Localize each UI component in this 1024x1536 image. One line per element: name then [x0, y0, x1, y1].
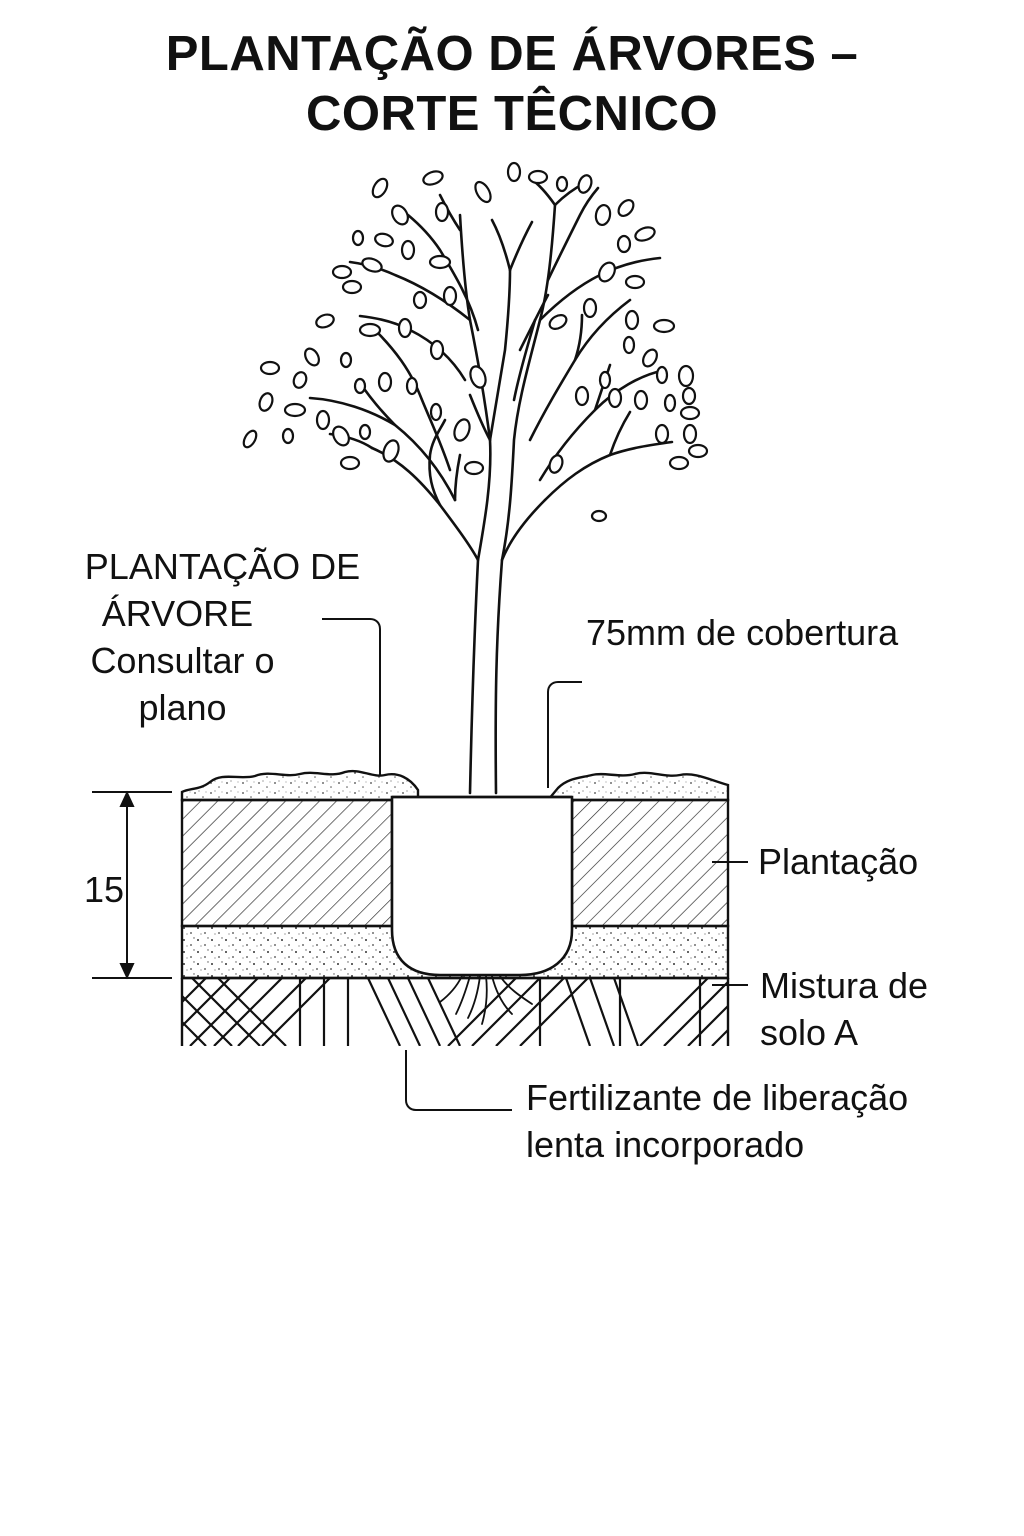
leader-tree-planting: [322, 618, 381, 775]
label-soil-mix-line-2: solo A: [760, 1012, 859, 1053]
diagram-title: PLANTAÇÃO DE ÁRVORES – CORTE TÊCNICO: [0, 24, 1024, 144]
label-soil-mix: Mistura de solo A: [760, 962, 928, 1056]
planting-layer-right: [570, 798, 730, 928]
dimension-line: [92, 790, 172, 980]
tree-branch: [370, 446, 442, 507]
leader-fertilizer: [405, 1050, 512, 1111]
label-soil-mix-line-1: Mistura de: [760, 965, 929, 1006]
leader-lines: [322, 618, 748, 1111]
leaves-group: [242, 161, 709, 523]
root-ball-icon: [390, 795, 574, 977]
subsoil-layer: [182, 978, 728, 1046]
label-fertilizer-line-1: Fertilizante de liberação: [526, 1077, 909, 1118]
label-planting: Plantação: [758, 841, 919, 882]
mulch-layer-right: [545, 771, 730, 802]
label-fertilizer-line-2: lenta incorporado: [526, 1124, 805, 1165]
leaf-icon: [371, 177, 389, 199]
title-line-2: CORTE TÊCNICO: [305, 87, 719, 141]
label-tree-planting-line-1: PLANTAÇÃO DE: [84, 546, 361, 587]
label-tree-planting-line-2: ÁRVORE: [101, 593, 254, 634]
label-tree-planting-line-4: plano: [138, 687, 227, 728]
planting-layer-left: [180, 798, 394, 928]
title-line-1: PLANTAÇÃO DE ÁRVORES –: [165, 27, 859, 81]
label-tree-planting: PLANTAÇÃO DE ÁRVORE Consultar o plano: [60, 543, 385, 731]
dimension-label: 15: [84, 869, 125, 910]
roots-icon: [439, 975, 533, 1025]
leader-mulch: [547, 681, 582, 788]
label-fertilizer: Fertilizante de liberação lenta incorpor…: [526, 1074, 908, 1168]
mulch-layer-left: [180, 769, 420, 802]
tree-trunk: [438, 503, 480, 795]
label-mulch: 75mm de cobertura: [586, 612, 899, 653]
soil-section: [180, 769, 730, 1046]
label-tree-planting-line-3: Consultar o: [90, 640, 275, 681]
